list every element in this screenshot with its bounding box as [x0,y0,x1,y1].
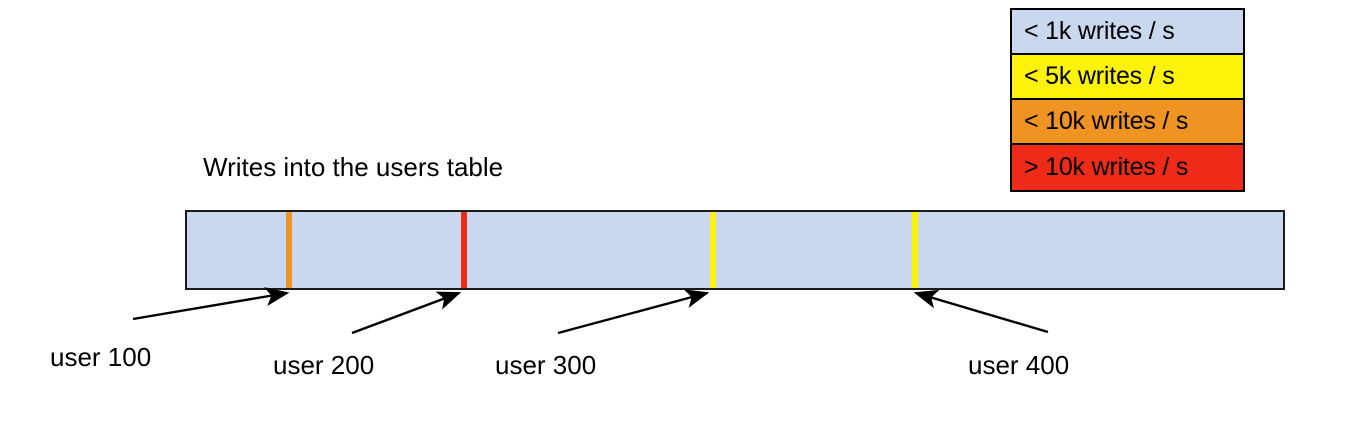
legend-row-under-1k: < 1k writes / s [1012,10,1243,55]
marker-user-100 [286,212,292,288]
users-table-keyspace-bar [185,210,1285,290]
callout-label-user-400: user 400 [968,350,1070,380]
legend: < 1k writes / s < 5k writes / s < 10k wr… [1010,8,1245,192]
arrow-user-100 [132,287,290,321]
callout-label-user-100: user 100 [50,342,152,372]
marker-user-400 [912,212,918,288]
legend-label-under-10k: < 10k writes / s [1024,107,1189,135]
chart-title: Writes into the users table [203,152,504,182]
marker-user-300 [710,212,716,288]
legend-label-over-10k: > 10k writes / s [1024,153,1189,181]
legend-label-under-1k: < 1k writes / s [1024,17,1175,45]
arrow-user-400 [913,289,1049,334]
marker-user-200 [461,212,467,288]
callout-label-user-300: user 300 [495,350,597,380]
legend-row-over-10k: > 10k writes / s [1012,145,1243,190]
legend-label-under-5k: < 5k writes / s [1024,62,1175,90]
legend-row-under-10k: < 10k writes / s [1012,100,1243,145]
callout-label-user-200: user 200 [273,350,375,380]
arrow-user-200 [351,291,462,335]
arrow-user-300 [557,289,710,335]
legend-row-under-5k: < 5k writes / s [1012,55,1243,100]
